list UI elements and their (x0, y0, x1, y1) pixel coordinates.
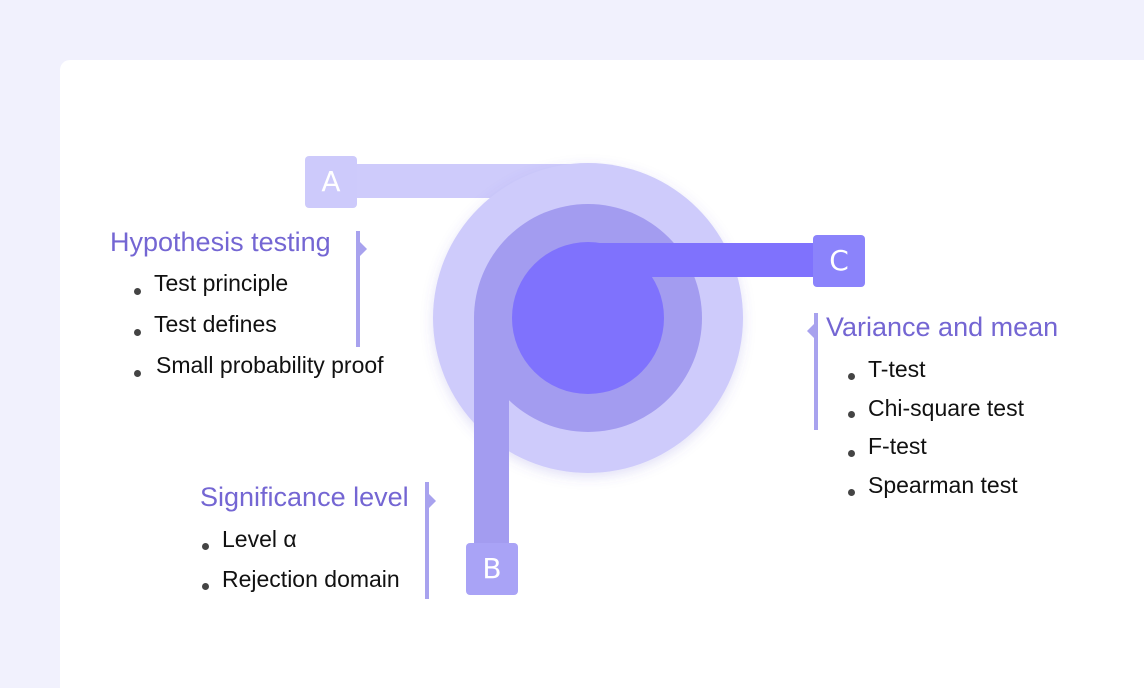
hypothesis-notch (360, 242, 367, 256)
significance-heading: Significance level (200, 482, 409, 512)
connector-b (474, 318, 509, 546)
variance-heading: Variance and mean (826, 312, 1059, 342)
list-item: T-test (846, 356, 1024, 395)
hypothesis-list: Test principle Test defines Small probab… (132, 270, 384, 393)
list-item: Test defines (132, 311, 384, 352)
list-item: Small probability proof (132, 352, 384, 393)
list-item: Rejection domain (200, 566, 400, 606)
variance-notch (807, 324, 814, 338)
significance-notch (429, 494, 436, 508)
inner-circle (512, 242, 664, 394)
list-item: Spearman test (846, 472, 1024, 512)
marker-a: A (305, 156, 357, 208)
variance-bar (814, 313, 818, 430)
significance-bar (425, 482, 429, 599)
connector-c (588, 243, 816, 277)
hypothesis-heading: Hypothesis testing (110, 227, 331, 257)
list-item: Test principle (132, 270, 384, 311)
marker-b: B (466, 543, 518, 595)
list-item: Chi-square test (846, 395, 1024, 433)
hypothesis-bar (356, 231, 360, 347)
marker-c: C (813, 235, 865, 287)
variance-list: T-test Chi-square test F-test Spearman t… (846, 356, 1024, 512)
list-item: Level α (200, 526, 400, 566)
list-item: F-test (846, 433, 1024, 472)
significance-list: Level α Rejection domain (200, 526, 400, 606)
